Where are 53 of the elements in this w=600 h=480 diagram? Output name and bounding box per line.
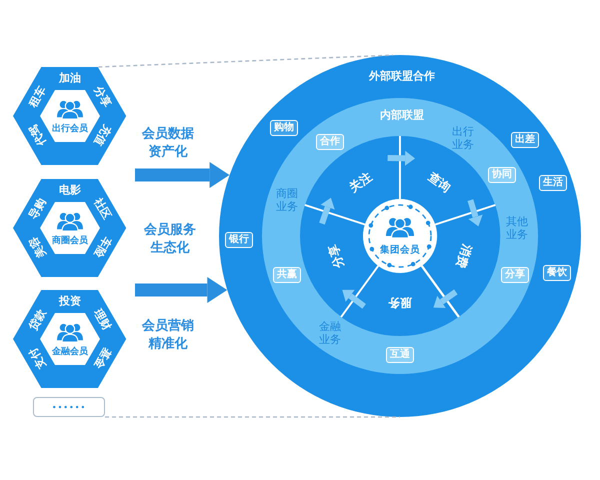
hexagon-label: 投资: [58, 295, 81, 308]
business-label: 其他业务: [505, 214, 529, 242]
hexagon-label: 美容: [26, 234, 48, 260]
sector-label: 服务: [388, 295, 412, 309]
hexagon-label: 加油: [58, 72, 81, 85]
arrow: [135, 277, 228, 303]
sector-label: 查询: [425, 170, 453, 196]
arrow: [433, 289, 458, 308]
arrow: [319, 198, 335, 225]
hexagon-label: 支付: [26, 345, 48, 370]
hexagon-label: 电影: [58, 184, 81, 197]
hub-label: 集团会员: [380, 246, 420, 256]
member-label: 商圈会员: [52, 236, 88, 246]
business-label: 商圈业务: [275, 186, 299, 214]
hexagon-label: 理财: [91, 308, 114, 333]
member-label: 出行会员: [52, 124, 88, 134]
hexagon-label: 分享: [91, 84, 114, 110]
hexagon-label: 租车: [26, 84, 48, 110]
more-box: ••••••: [33, 397, 105, 417]
tag: 合作: [316, 134, 344, 150]
hexagon-label: 充值: [91, 122, 114, 148]
sector-label: 消费: [452, 242, 474, 270]
arrow: [388, 150, 416, 166]
dashed-line: [98, 54, 393, 68]
slogan-text: 会员服务生态化: [142, 221, 197, 257]
ring-title: 外部联盟合作: [369, 70, 435, 84]
arrow: [342, 290, 366, 309]
slogan-text: 会员营销精准化: [140, 317, 195, 353]
member-label: 金融会员: [52, 346, 88, 358]
business-label: 出行业务: [451, 124, 475, 152]
tag: 分享: [501, 267, 529, 283]
ring-title: 内部联盟: [380, 110, 424, 122]
dashed-line: [105, 416, 400, 418]
arrow: [468, 199, 483, 226]
arrow: [135, 162, 230, 188]
tag: 银行: [225, 232, 253, 248]
hexagon-label: 基金: [91, 345, 114, 370]
hexagon-label: 代驾: [26, 122, 48, 148]
tag: 互通: [386, 347, 414, 363]
hexagon-label: 社区: [91, 196, 114, 222]
hexagon-label: 贷款: [26, 308, 48, 333]
tag: 生活: [539, 175, 567, 191]
hexagon-label: 车险: [91, 234, 114, 260]
hexagon-label: 导购: [26, 196, 48, 222]
tag: 购物: [270, 120, 298, 136]
sector-label: 分享: [326, 242, 348, 270]
slogan-text: 会员数据资产化: [140, 125, 195, 161]
tag: 协同: [488, 167, 516, 183]
business-label: 金融业务: [318, 320, 342, 346]
tag: 共赢: [273, 267, 301, 283]
sector-label: 关注: [347, 170, 375, 196]
tag: 餐饮: [543, 265, 571, 281]
tag: 出差: [511, 132, 539, 148]
